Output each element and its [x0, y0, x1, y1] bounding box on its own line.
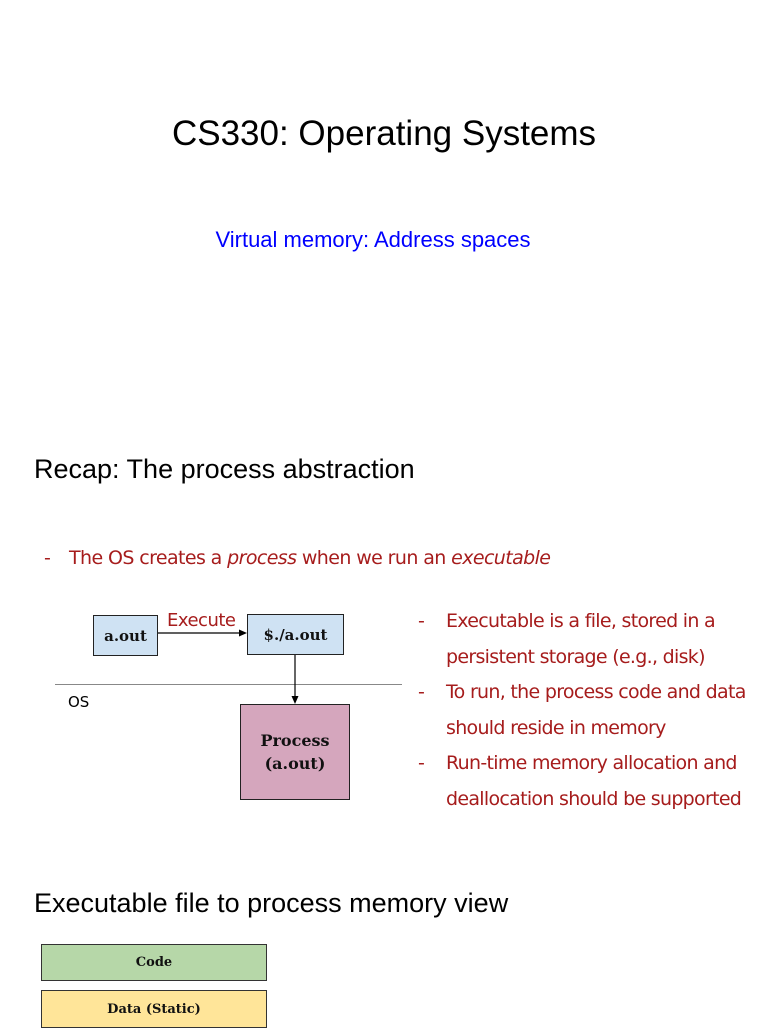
note-item-cont: persistent storage (e.g., disk)	[418, 640, 763, 676]
note-line: Run-time memory allocation and	[446, 752, 737, 774]
bullet-os-creates-process: -The OS creates a process when we run an…	[44, 544, 551, 572]
note-line: persistent storage (e.g., disk)	[446, 645, 706, 668]
process-arrow-head	[291, 696, 299, 704]
bullet-text-part: when we run an	[296, 547, 452, 569]
process-sublabel: (a.out)	[264, 754, 326, 773]
bullet-text-part: The OS creates a	[69, 547, 228, 569]
segment-data-static: Data (Static)	[41, 990, 267, 1028]
segment-code-label: Code	[135, 955, 173, 970]
note-item: -To run, the process code and data	[418, 675, 763, 711]
note-dash: -	[418, 681, 425, 703]
aout-label: a.out	[104, 626, 147, 645]
note-dash: -	[418, 610, 425, 632]
note-item: -Run-time memory allocation and	[418, 746, 763, 782]
process-box: Process (a.out)	[240, 704, 350, 800]
segment-code: Code	[41, 944, 267, 981]
execute-label: Execute	[167, 610, 236, 631]
note-line: deallocation should be supported	[446, 787, 742, 810]
run-command-label: $./a.out	[263, 625, 328, 644]
bullet-dash: -	[44, 547, 51, 569]
os-label: OS	[68, 693, 90, 711]
section-heading-recap: Recap: The process abstraction	[34, 454, 415, 484]
process-label: Process	[260, 731, 330, 750]
execute-arrow-head	[239, 629, 247, 637]
bullet-emphasis-process: process	[227, 547, 297, 569]
aout-file-box: a.out	[93, 615, 158, 656]
run-command-box: $./a.out	[247, 614, 344, 655]
slide-subtitle: Virtual memory: Address spaces	[215, 227, 531, 252]
segment-data-label: Data (Static)	[107, 1001, 201, 1017]
section-heading-memory-view: Executable file to process memory view	[34, 888, 509, 918]
executable-notes-list: -Executable is a file, stored in a persi…	[418, 604, 763, 817]
note-line: Executable is a file, stored in a	[446, 610, 716, 632]
note-line: should reside in memory	[446, 716, 666, 739]
note-item: -Executable is a file, stored in a	[418, 604, 763, 640]
note-item-cont: should reside in memory	[418, 711, 763, 747]
note-item-cont: deallocation should be supported	[418, 782, 763, 818]
slide-title: CS330: Operating Systems	[171, 114, 597, 153]
note-dash: -	[418, 752, 425, 774]
note-line: To run, the process code and data	[446, 681, 746, 703]
bullet-emphasis-executable: executable	[451, 547, 551, 569]
